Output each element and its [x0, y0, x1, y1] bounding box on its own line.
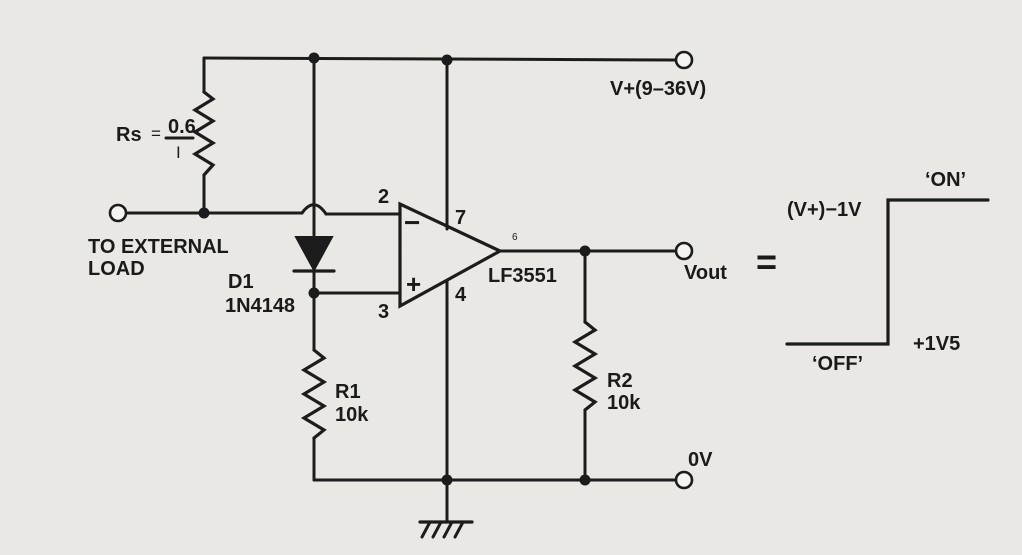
r2-name: R2 — [607, 370, 633, 392]
vout-terminal — [674, 241, 694, 261]
pin2-label: 2 — [378, 186, 389, 208]
op-amp-minus: − — [404, 207, 420, 238]
zero-v-terminal — [674, 470, 694, 490]
equals-sign: = — [756, 241, 777, 282]
r2-value: 10k — [607, 392, 641, 414]
junction-dot — [579, 245, 591, 257]
junction-dot — [441, 474, 453, 486]
d1-name: D1 — [228, 271, 254, 293]
load-label-line2: LOAD — [88, 258, 145, 280]
rs-numerator: 0.6 — [168, 116, 196, 138]
waveform-off-label: ‘OFF’ — [812, 353, 863, 375]
pin7-label: 7 — [455, 207, 466, 229]
pin3-label: 3 — [378, 301, 389, 323]
ground-symbol — [418, 520, 474, 539]
diode-triangle — [294, 236, 334, 273]
junction-dot — [198, 207, 210, 219]
vout-label: Vout — [684, 262, 727, 284]
load-label-line1: TO EXTERNAL — [88, 236, 229, 258]
op-amp-triangle — [398, 201, 504, 309]
output-waveform — [785, 198, 990, 346]
op-amp-lf3551 — [398, 201, 504, 309]
junction-dot — [441, 54, 453, 66]
d1-part: 1N4148 — [225, 295, 295, 317]
r1-name: R1 — [335, 381, 361, 403]
d1-diode — [292, 236, 336, 273]
rs-denominator: I — [176, 143, 181, 162]
pin6-label: 6 — [512, 232, 518, 243]
pin4-label: 4 — [455, 284, 467, 306]
labels: Rs = 0.6 I V+(9–36V) TO EXTERNAL LOAD D1… — [88, 78, 966, 471]
rs-resistor — [191, 90, 217, 177]
top-rail-wire — [202, 56, 677, 62]
supply-label: V+(9–36V) — [610, 78, 706, 100]
junction-dots — [198, 52, 591, 486]
rs-equals: = — [151, 124, 161, 143]
op-amp-plus: + — [406, 269, 421, 299]
supply-terminal — [674, 50, 694, 70]
load-terminal — [108, 203, 128, 223]
zero-v-label: 0V — [688, 449, 713, 471]
waveform-on-label: ‘ON’ — [925, 169, 966, 191]
r1-value: 10k — [335, 404, 369, 426]
r2-resistor — [571, 320, 599, 412]
r1-resistor — [300, 348, 328, 440]
load-to-inverting-wire — [125, 211, 402, 216]
waveform-high-label: (V+)−1V — [787, 199, 862, 221]
op-amp-part: LF3551 — [488, 265, 557, 287]
waveform-low-label: +1V5 — [913, 333, 960, 355]
rs-label: Rs — [116, 124, 142, 146]
junction-dot — [308, 52, 320, 64]
junction-dot — [579, 474, 591, 486]
junction-dot — [308, 287, 320, 299]
